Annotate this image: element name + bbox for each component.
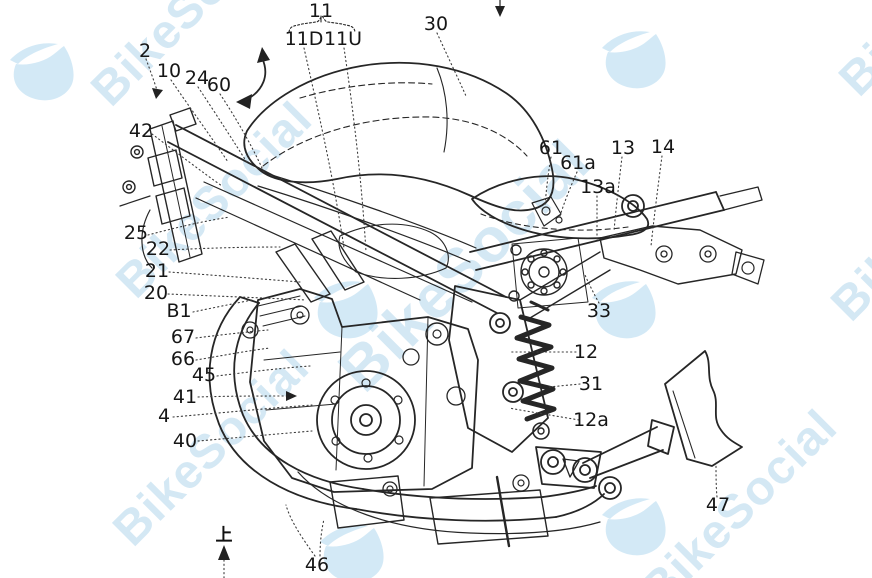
steering-head [119, 107, 203, 269]
side-stand [495, 475, 511, 548]
label-2-arrowhead [152, 88, 163, 99]
adjuster-wheel [508, 237, 589, 309]
up-arrow [218, 545, 230, 560]
label-41-arrowhead [286, 391, 297, 401]
rear-linkage [512, 419, 675, 492]
rotation-arrow [245, 57, 267, 101]
rotation-arrowhead-top [257, 47, 270, 63]
down-arrow [495, 6, 505, 17]
clutch-cover [316, 370, 416, 470]
pivot-plate [448, 285, 549, 453]
fuel-tank [243, 61, 555, 212]
seat-rail [469, 186, 765, 285]
engine [241, 223, 479, 493]
swingarm-rod [582, 426, 664, 479]
arrows [152, 6, 505, 560]
brace-11 [288, 15, 356, 33]
actuator-unit [664, 350, 743, 467]
rear-shock-spring [514, 300, 557, 440]
main-frame [167, 124, 611, 319]
leader-lines [145, 32, 718, 578]
exhaust [208, 296, 622, 548]
rotation-arrowhead-bottom [236, 94, 252, 109]
